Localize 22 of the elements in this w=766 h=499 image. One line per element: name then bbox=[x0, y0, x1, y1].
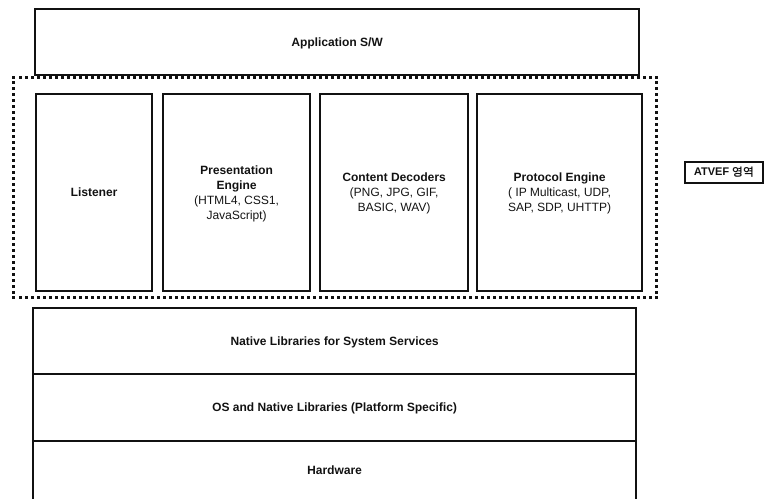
module-box bbox=[319, 93, 469, 292]
box-label: Native Libraries for System Services bbox=[229, 334, 440, 348]
box-label: OS and Native Libraries (Platform Specific) bbox=[211, 400, 458, 415]
layer-box bbox=[34, 8, 640, 76]
box-label: Application S/W bbox=[290, 34, 384, 50]
region-label: ATVEF 영역 bbox=[692, 166, 756, 180]
region-outline bbox=[12, 76, 658, 299]
box-label: Hardware bbox=[306, 463, 363, 478]
box-label: Listener bbox=[70, 185, 118, 200]
module-box bbox=[476, 93, 643, 292]
layer-box bbox=[32, 373, 637, 442]
module-box bbox=[35, 93, 153, 292]
module-box bbox=[162, 93, 311, 292]
layer-box bbox=[32, 440, 637, 499]
module-title: Presentation Engine bbox=[199, 162, 274, 192]
module-details: (PNG, JPG, GIF, BASIC, WAV) bbox=[348, 185, 440, 215]
layer-box bbox=[32, 307, 637, 375]
module-details: ( IP Multicast, UDP, SAP, SDP, UHTTP) bbox=[507, 185, 612, 215]
module-title: Content Decoders bbox=[341, 170, 447, 185]
module-title: Protocol Engine bbox=[512, 170, 606, 185]
region-label-box bbox=[684, 161, 764, 184]
module-details: (HTML4, CSS1, JavaScript) bbox=[193, 192, 280, 222]
